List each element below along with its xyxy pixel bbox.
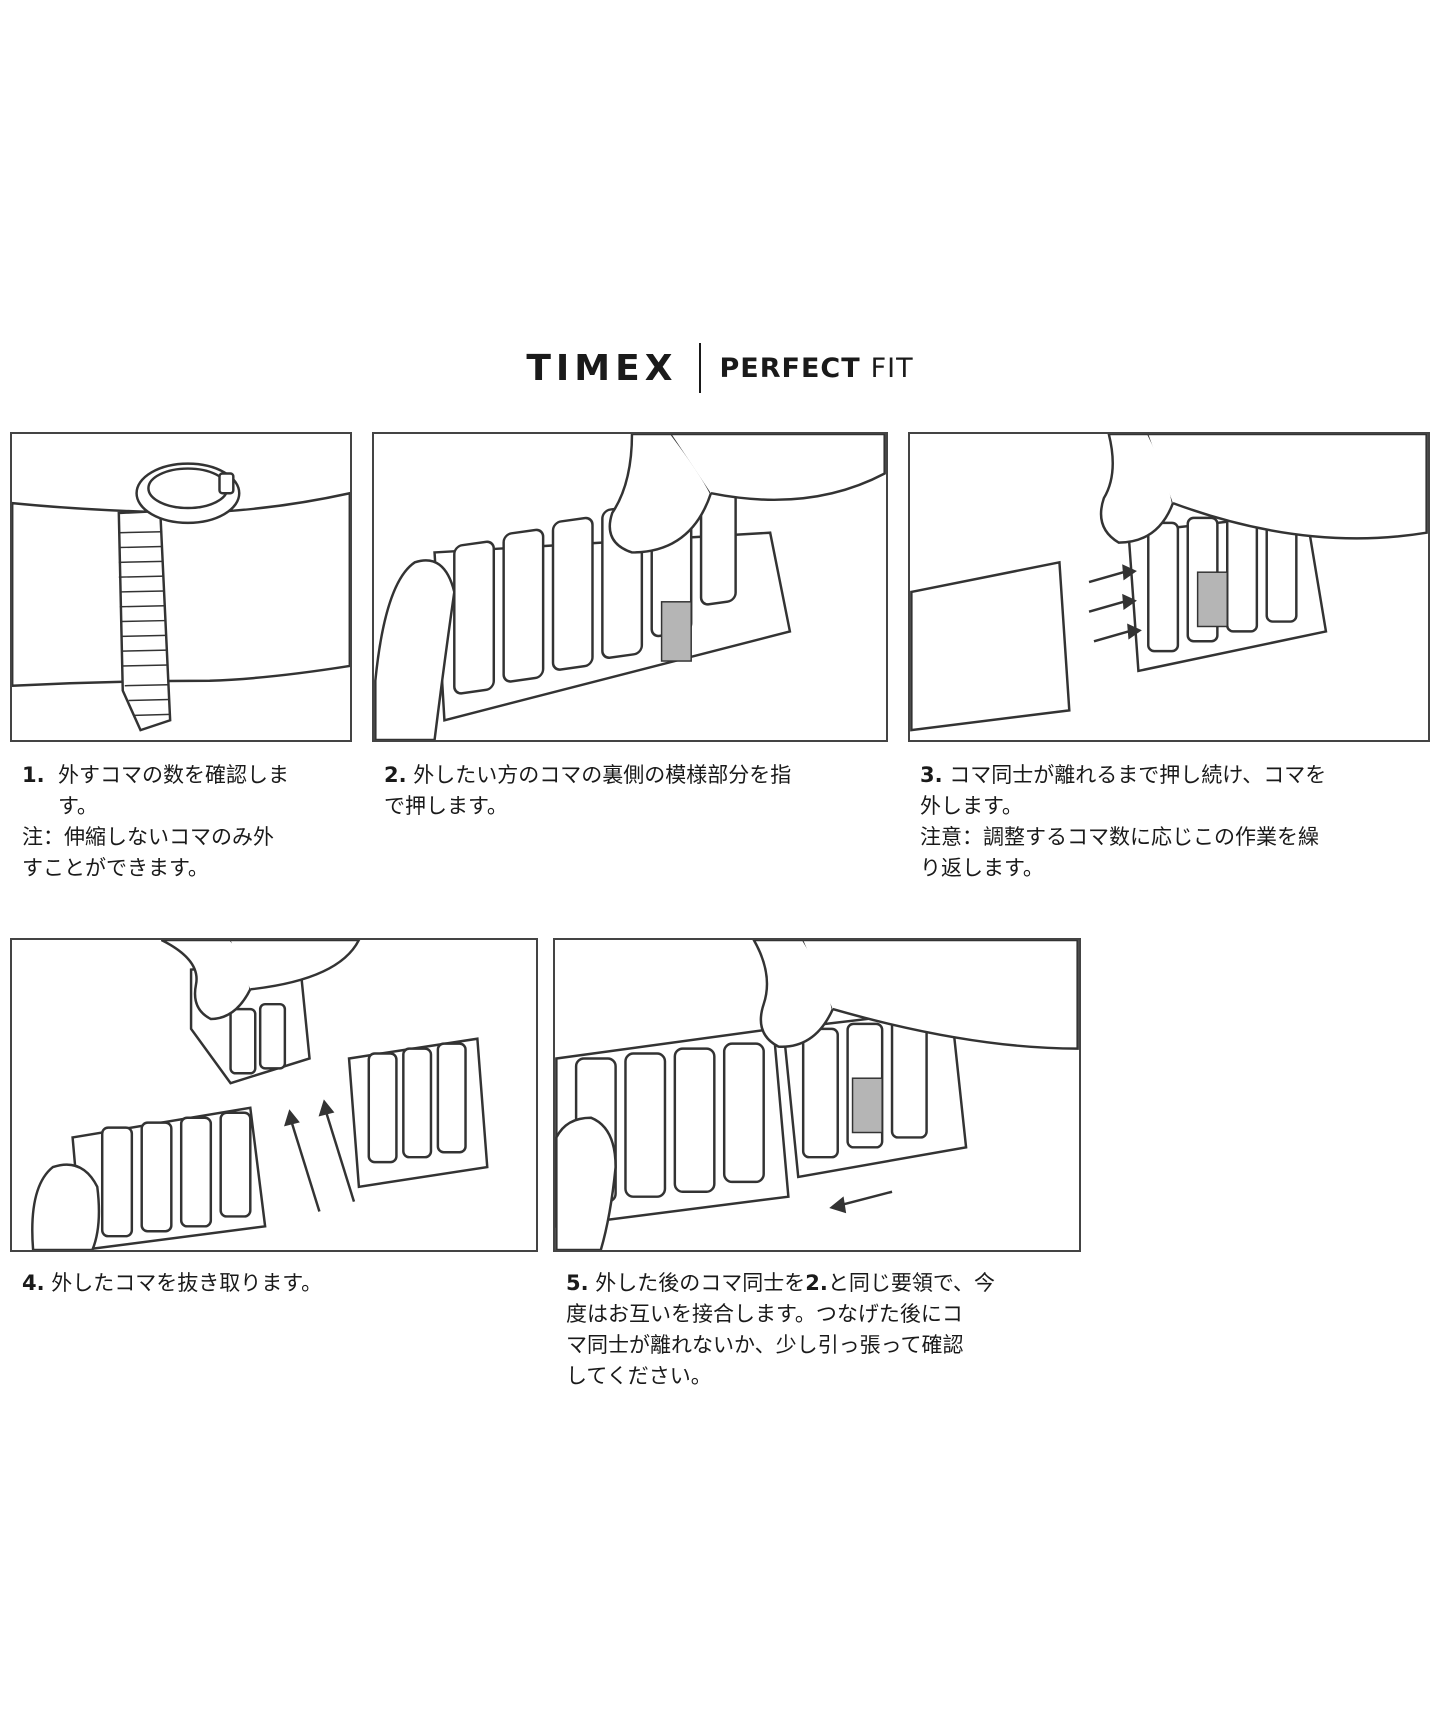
step-1-caption: 1.外すコマの数を確認します。 注：伸縮しないコマのみ外すことができます。 [22,760,352,884]
wrist-watch-illustration [12,462,350,732]
step-5-caption: 5. 外した後のコマ同士を2.と同じ要領で、今度はお互いを接合します。つなげた後… [566,1268,1086,1392]
step-1-illustration [10,432,352,742]
step-4-illustration [10,938,538,1252]
press-link-illustration [374,434,886,740]
step-1-text: 1.外すコマの数を確認します。 [22,763,289,818]
step-3-caption: 3. コマ同士が離れるまで押し続け、コマを外します。 注意：調整するコマ数に応じ… [920,760,1430,884]
product-title-bold: PERFECT [719,352,861,384]
separate-link-illustration [910,434,1428,732]
brand-logo: TIMEX [526,347,678,389]
remove-link-illustration [31,940,489,1250]
step-2-caption: 2. 外したい方のコマの裏側の模様部分を指で押します。 [384,760,884,822]
product-title-light: FIT [870,352,914,384]
page-header: TIMEX PERFECT FIT [0,338,1440,398]
step-4-text: 4. 外したコマを抜き取ります。 [22,1271,323,1295]
header-divider [699,343,702,393]
step-1-note: 注：伸縮しないコマのみ外すことができます。 [22,825,274,880]
step-5-illustration [553,938,1081,1252]
step-5-text: 5. 外した後のコマ同士を2.と同じ要領で、今度はお互いを接合します。つなげた後… [566,1271,996,1388]
step-3-illustration [908,432,1430,742]
step-2-illustration [372,432,888,742]
product-title: PERFECT FIT [719,353,913,384]
step-3-text: 3. コマ同士が離れるまで押し続け、コマを外します。 [920,763,1327,818]
step-2-text: 2. 外したい方のコマの裏側の模様部分を指で押します。 [384,763,792,818]
step-3-note: 注意：調整するコマ数に応じこの作業を繰り返します。 [920,825,1319,880]
rejoin-links-illustration [555,940,1079,1250]
step-4-caption: 4. 外したコマを抜き取ります。 [22,1268,532,1299]
